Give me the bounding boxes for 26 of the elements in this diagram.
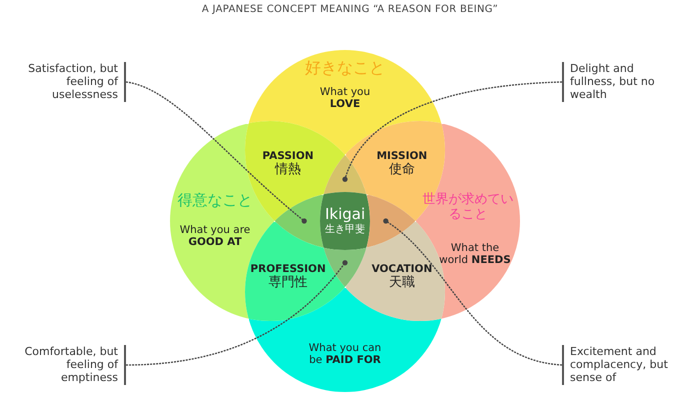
circle-label: What you LOVE	[318, 86, 372, 110]
callout-text: Satisfaction, but feeling of uselessness	[27, 62, 118, 102]
leader-line	[126, 81, 307, 224]
circle-heading: 得意なこと	[176, 192, 254, 209]
region-subheading: 情熱	[274, 162, 301, 178]
region-subheading: 使命	[389, 162, 416, 178]
leader-line	[342, 81, 562, 182]
region-subheading: 生き甲斐	[325, 224, 365, 235]
leader-line	[126, 260, 348, 366]
region-heading: PROFESSION	[250, 263, 326, 276]
region-heading: Ikigai	[325, 206, 366, 223]
circle-label: What the world NEEDS	[438, 242, 512, 266]
callout-text: Delight and fullness, but no wealth	[570, 62, 656, 102]
callout-text: Comfortable, but feeling of emptiness	[24, 345, 118, 385]
leader-line	[383, 218, 562, 366]
circle-heading: 世界が求めていること	[422, 193, 514, 223]
circle-heading: 好きなこと	[304, 59, 386, 78]
region-subheading: 天職	[389, 276, 416, 292]
region-heading: VOCATION	[372, 263, 432, 276]
title: A JAPANESE CONCEPT MEANING “A REASON FOR BEING”	[200, 4, 500, 15]
circle-label: What you can be PAID FOR	[308, 342, 382, 366]
region-heading: PASSION	[262, 150, 314, 162]
region-subheading: 専門性	[268, 276, 308, 292]
region-heading: MISSION	[376, 150, 428, 162]
circle-label: What you are GOOD AT	[178, 224, 252, 248]
callout-text: Excitement and complacency, but sense of	[570, 345, 669, 385]
